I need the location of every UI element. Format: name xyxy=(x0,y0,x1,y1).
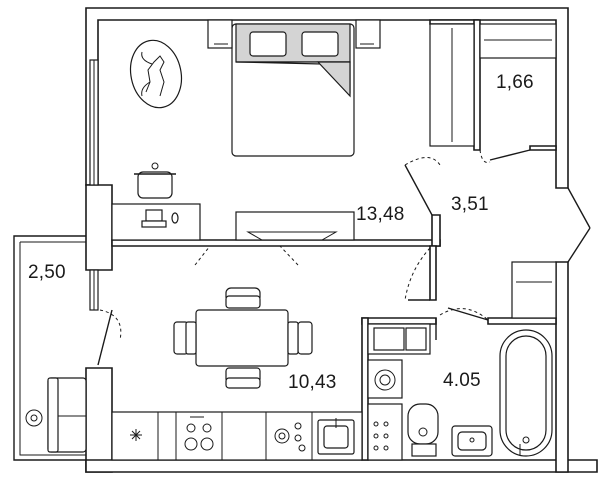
desk-with-laptop xyxy=(111,203,201,241)
dining-table xyxy=(173,287,313,389)
windows xyxy=(89,59,99,311)
washing-machine xyxy=(367,323,431,461)
washbasin xyxy=(451,425,493,457)
area-hallway: 3,51 xyxy=(451,194,489,215)
area-bedroom: 13,48 xyxy=(356,204,405,225)
tv-console xyxy=(235,211,355,241)
dish-rack-icon xyxy=(274,422,306,452)
area-wardrobe: 1,66 xyxy=(496,72,534,93)
area-kitchen-living: 10,43 xyxy=(288,372,337,393)
area-balcony: 2,50 xyxy=(28,262,66,283)
toilet xyxy=(407,403,439,457)
kitchen-sink-icon xyxy=(317,418,355,455)
balcony-outline xyxy=(13,235,86,461)
wardrobe-shelves-entrance xyxy=(511,261,557,319)
rug-with-dog xyxy=(129,39,183,109)
doors xyxy=(97,149,591,366)
balcony-armchair xyxy=(25,377,87,453)
bathtub xyxy=(499,329,553,457)
area-bathroom: 4.05 xyxy=(443,370,481,391)
stove-icon xyxy=(184,416,214,451)
wardrobe-shelves-top xyxy=(479,23,557,59)
cooking-pot xyxy=(134,162,176,199)
wardrobe-shelves-left xyxy=(429,23,475,147)
bed xyxy=(207,19,381,157)
fridge-snowflake-icon xyxy=(130,429,142,441)
